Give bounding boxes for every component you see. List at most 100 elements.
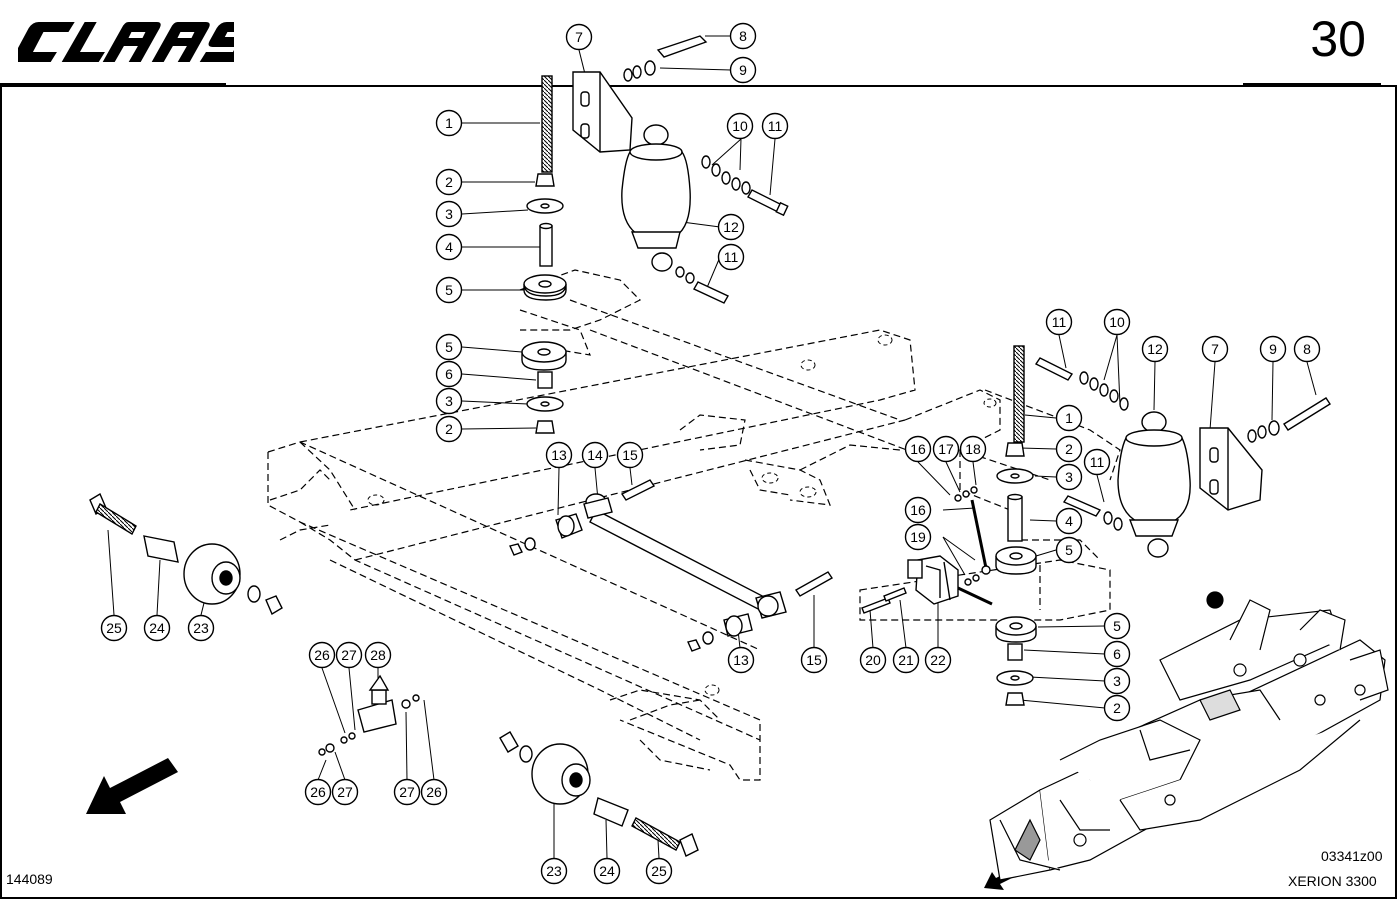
callout-16: 16 — [904, 435, 932, 463]
callout-3: 3 — [1103, 667, 1131, 695]
callout-number: 25 — [106, 620, 122, 636]
callout-26: 26 — [420, 778, 448, 806]
callout-number: 3 — [445, 206, 453, 222]
callout-23: 23 — [187, 614, 215, 642]
callout-number: 1 — [1065, 410, 1073, 426]
callout-number: 24 — [599, 863, 615, 879]
callout-2: 2 — [1055, 435, 1083, 463]
callout-number: 8 — [1303, 341, 1311, 357]
callout-12: 12 — [1141, 335, 1169, 363]
callout-number: 15 — [622, 447, 638, 463]
callout-6: 6 — [1103, 640, 1131, 668]
tractor-frame-overview — [989, 591, 1389, 881]
page-number: 30 — [1310, 11, 1366, 67]
callout-7: 7 — [565, 23, 593, 51]
axle-frame-outline — [267, 269, 1121, 781]
callout-number: 16 — [910, 502, 926, 518]
callout-3: 3 — [435, 387, 463, 415]
callout-number: 3 — [1113, 673, 1121, 689]
callout-number: 23 — [546, 863, 562, 879]
callout-number: 9 — [739, 62, 747, 78]
callout-number: 16 — [910, 441, 926, 457]
callout-number: 11 — [724, 249, 739, 265]
drawing-id: 144089 — [6, 871, 53, 887]
callout-11: 11 — [761, 112, 789, 140]
callout-number: 27 — [341, 647, 357, 663]
callout-number: 21 — [898, 652, 914, 668]
callout-number: 5 — [1113, 618, 1121, 634]
callout-number: 12 — [723, 219, 739, 235]
callout-number: 5 — [445, 282, 453, 298]
callout-number: 13 — [551, 447, 567, 463]
callout-number: 3 — [445, 393, 453, 409]
callout-number: 4 — [445, 239, 453, 255]
callout-number: 18 — [965, 441, 981, 457]
callout-28: 28 — [364, 641, 392, 669]
callout-number: 11 — [1090, 454, 1105, 470]
callout-number: 2 — [1113, 700, 1121, 716]
callout-number: 27 — [399, 784, 415, 800]
callout-13: 13 — [727, 646, 755, 674]
model-name: XERION 3300 — [1288, 873, 1377, 889]
callout-25: 25 — [645, 857, 673, 885]
callout-5: 5 — [1103, 612, 1131, 640]
callout-25: 25 — [100, 614, 128, 642]
callout-number: 17 — [938, 441, 954, 457]
callout-number: 9 — [1269, 341, 1277, 357]
callout-number: 7 — [575, 29, 583, 45]
callout-3: 3 — [435, 200, 463, 228]
callout-number: 3 — [1065, 469, 1073, 485]
callout-21: 21 — [892, 646, 920, 674]
callout-19: 19 — [904, 523, 932, 551]
callout-16: 16 — [904, 496, 932, 524]
callout-27: 27 — [393, 778, 421, 806]
callout-number: 7 — [1211, 341, 1219, 357]
callout-2: 2 — [435, 168, 463, 196]
callout-1: 1 — [435, 109, 463, 137]
callout-number: 11 — [768, 118, 783, 134]
callout-5: 5 — [1055, 536, 1083, 564]
callout-number: 26 — [314, 647, 330, 663]
callout-4: 4 — [1055, 507, 1083, 535]
callout-number: 1 — [445, 115, 453, 131]
callout-number: 14 — [587, 447, 603, 463]
header-rule-right — [1243, 83, 1381, 85]
figure-code: 03341z00 — [1321, 848, 1383, 864]
callout-number: 25 — [651, 863, 667, 879]
callout-number: 20 — [865, 652, 881, 668]
callout-10: 10 — [1103, 308, 1131, 336]
callout-27: 27 — [335, 641, 363, 669]
callout-8: 8 — [729, 22, 757, 50]
callout-number: 26 — [426, 784, 442, 800]
callout-number: 28 — [370, 647, 386, 663]
callout-5: 5 — [435, 276, 463, 304]
callout-number: 23 — [193, 620, 209, 636]
callout-number: 27 — [337, 784, 353, 800]
callout-number: 11 — [1052, 314, 1067, 330]
callout-9: 9 — [729, 56, 757, 84]
claas-logo — [18, 22, 234, 62]
callout-17: 17 — [932, 435, 960, 463]
callout-12: 12 — [717, 213, 745, 241]
callout-9: 9 — [1259, 335, 1287, 363]
callout-number: 24 — [149, 620, 165, 636]
callout-number: 2 — [445, 421, 453, 437]
callout-number: 19 — [910, 529, 926, 545]
callout-15: 15 — [616, 441, 644, 469]
callout-number: 2 — [445, 174, 453, 190]
callout-14: 14 — [581, 441, 609, 469]
callout-number: 15 — [806, 652, 822, 668]
callout-number: 5 — [1065, 542, 1073, 558]
callout-3: 3 — [1055, 463, 1083, 491]
callout-13: 13 — [545, 441, 573, 469]
callout-number: 4 — [1065, 513, 1073, 529]
callout-2: 2 — [1103, 694, 1131, 722]
callout-11: 11 — [1083, 448, 1111, 476]
callout-10: 10 — [726, 112, 754, 140]
callout-23: 23 — [540, 857, 568, 885]
direction-arrow-large — [86, 758, 178, 814]
callout-number: 10 — [732, 118, 748, 134]
page-header: 30 — [0, 0, 1398, 90]
callout-8: 8 — [1293, 335, 1321, 363]
